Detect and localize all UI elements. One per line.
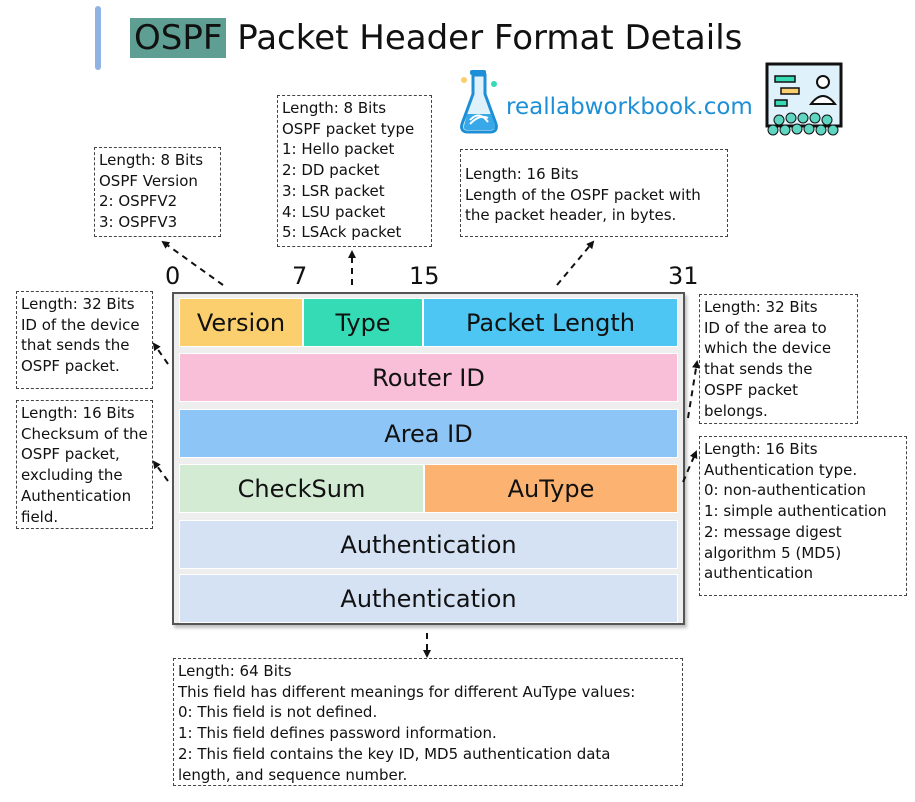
router-id-note: Length: 32 Bits ID of the device that se… (16, 291, 153, 389)
authentication-field-1: Authentication (179, 520, 678, 569)
packet-length-field: Packet Length (423, 298, 678, 347)
note-line: Length of the OSPF packet with (465, 185, 701, 204)
note-line: OSPF packet type (282, 119, 415, 138)
note-line: authentication (704, 564, 814, 583)
type-note: Length: 8 Bits OSPF packet type 1: Hello… (277, 95, 432, 247)
router-id-field: Router ID (179, 353, 678, 402)
flask-icon (460, 70, 498, 134)
note-line: Length: 16 Bits (465, 165, 579, 183)
note-line: which the device (704, 339, 832, 358)
bit-label-7: 7 (292, 262, 308, 290)
note-line: 2: OSPFV2 (99, 192, 178, 211)
site-name: reallabworkbook.com (506, 94, 753, 120)
note-line: excluding the (21, 466, 123, 485)
note-line: 3: OSPFV3 (99, 213, 178, 232)
note-line: OSPF packet, (21, 445, 120, 464)
checksum-arrow (152, 460, 169, 482)
note-line: Length: 32 Bits (21, 295, 135, 313)
packet-header-frame: Version Type Packet Length Router ID Are… (172, 292, 685, 625)
autype-arrow (682, 450, 698, 483)
packet-length-note: Length: 16 Bits Length of the OSPF packe… (460, 149, 728, 237)
type-field: Type (303, 298, 423, 347)
version-note: Length: 8 Bits OSPF Version 2: OSPFV2 3:… (94, 147, 221, 237)
area-id-arrow (687, 360, 700, 419)
bit-label-15: 15 (409, 262, 440, 290)
packet-length-arrow (556, 240, 595, 286)
title-accent-bar (95, 6, 101, 70)
note-line: that sends the (21, 336, 130, 355)
authentication-note: Length: 64 Bits This field has different… (173, 658, 683, 786)
note-line: algorithm 5 (MD5) (704, 543, 842, 562)
title-text: Packet Header Format Details (226, 18, 743, 58)
bit-label-0: 0 (165, 262, 181, 290)
note-line: 5: LSAck packet (282, 223, 402, 242)
version-arrow (161, 240, 224, 286)
note-line: length, and sequence number. (178, 765, 408, 784)
note-line: belongs. (704, 401, 768, 420)
note-line: 1: Hello packet (282, 140, 395, 159)
note-line: Authentication type. (704, 460, 858, 479)
area-id-note: Length: 32 Bits ID of the area to which … (699, 294, 858, 424)
area-id-field: Area ID (179, 409, 678, 458)
autype-note: Length: 16 Bits Authentication type. 0: … (699, 436, 907, 596)
note-line: This field has different meanings for di… (178, 682, 636, 701)
note-line: ID of the area to (704, 318, 827, 337)
note-line: Length: 8 Bits (99, 151, 204, 169)
router-id-arrow (152, 342, 169, 365)
autype-field: AuType (424, 464, 678, 513)
note-line: Length: 16 Bits (21, 404, 135, 422)
note-line: field. (21, 507, 59, 526)
version-field: Version (179, 298, 303, 347)
note-line: 2: DD packet (282, 161, 380, 180)
note-line: 2: This field contains the key ID, MD5 a… (178, 744, 611, 763)
note-line: 2: message digest (704, 522, 842, 541)
note-line: OSPF packet. (21, 357, 120, 376)
note-line: 1: simple authentication (704, 502, 887, 521)
note-line: Length: 32 Bits (704, 298, 818, 316)
note-line: that sends the (704, 360, 813, 379)
title-highlight: OSPF (130, 18, 227, 58)
note-line: Checksum of the (21, 424, 148, 443)
note-line: Authentication (21, 486, 132, 505)
note-line: the packet header, in bytes. (465, 206, 677, 225)
note-line: OSPF packet (704, 380, 798, 399)
bit-label-31: 31 (668, 262, 699, 290)
note-line: 0: This field is not defined. (178, 703, 378, 722)
page-title: OSPF Packet Header Format Details (130, 14, 742, 62)
note-line: 1: This field defines password informati… (178, 724, 497, 743)
authentication-field-2: Authentication (179, 574, 678, 623)
note-line: OSPF Version (99, 171, 198, 190)
note-line: 4: LSU packet (282, 202, 386, 221)
note-line: Length: 64 Bits (178, 662, 292, 680)
note-line: Length: 16 Bits (704, 440, 818, 458)
checksum-note: Length: 16 Bits Checksum of the OSPF pac… (16, 400, 153, 529)
note-line: 0: non-authentication (704, 481, 867, 500)
note-line: 3: LSR packet (282, 181, 385, 200)
note-line: ID of the device (21, 315, 140, 334)
note-line: Length: 8 Bits (282, 99, 387, 117)
checksum-field: CheckSum (179, 464, 424, 513)
presentation-icon (765, 62, 843, 136)
